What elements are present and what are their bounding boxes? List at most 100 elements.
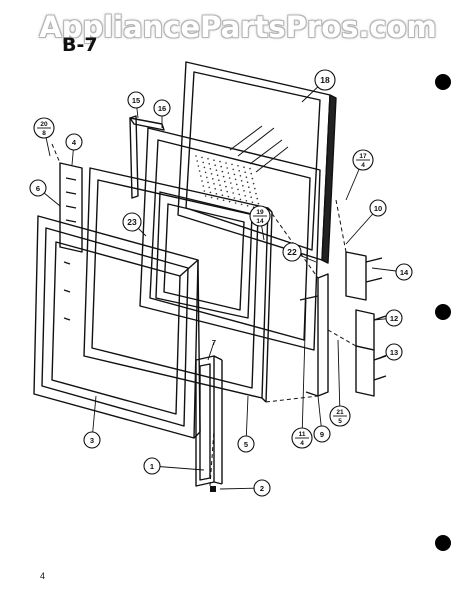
perforation-dot	[202, 161, 204, 164]
perforation-dot	[220, 165, 222, 168]
perforation-dot	[219, 184, 221, 186]
callout-text: 16	[158, 104, 166, 113]
perforated-window-frame	[139, 127, 321, 351]
section-label: B-7	[62, 34, 98, 56]
callout-15: 15	[127, 91, 145, 109]
perforation-dot	[254, 187, 256, 190]
callout-text: 18	[320, 75, 330, 85]
perforation-dot	[227, 172, 230, 174]
perforation-dot	[228, 177, 231, 179]
perforation-dot	[215, 169, 218, 171]
callout-text: 22	[287, 247, 297, 257]
perforation-dot	[248, 186, 250, 188]
perforation-dot	[249, 191, 251, 193]
watermark: AppliancePartsPros.com	[39, 10, 437, 44]
callout-12: 12	[385, 309, 403, 327]
leader-line	[337, 339, 341, 417]
callout-circle	[313, 425, 331, 443]
callout-14: 14	[395, 263, 413, 281]
perforation-dot	[213, 159, 215, 161]
callout-text: 7	[212, 338, 216, 347]
perforation-dot	[234, 202, 237, 204]
outer-glass-panel	[177, 61, 337, 264]
perforation-dot	[243, 166, 245, 168]
callout-5: 5	[237, 435, 255, 453]
callout-text: 23	[127, 217, 137, 227]
perforation-dot	[207, 181, 209, 184]
callout-circle	[143, 457, 161, 475]
perforation-dot	[242, 185, 244, 187]
perforation-dot	[195, 155, 197, 157]
callout-text: 15	[132, 96, 140, 105]
leader-line	[301, 299, 307, 439]
perforation-dot	[202, 185, 204, 187]
perforation-dot	[245, 200, 248, 202]
upper-hinge	[345, 251, 383, 301]
middle-hinge	[355, 309, 387, 351]
outer-door-panel	[33, 215, 201, 439]
perforation-dot	[215, 193, 218, 195]
perforation-dot	[249, 167, 251, 170]
callout-circle	[369, 199, 387, 217]
latch-bracket	[299, 273, 329, 397]
perforation-dot	[257, 202, 260, 205]
callout-text: 10	[374, 204, 382, 213]
perforation-dot	[255, 192, 257, 195]
perforation-dot	[201, 156, 203, 159]
perforation-dot	[234, 178, 237, 181]
perforation-dot	[231, 163, 233, 166]
callout-circle	[314, 69, 336, 91]
perforation-dot	[198, 170, 201, 172]
perforation-dot	[203, 190, 206, 192]
perforation-dot	[238, 170, 240, 172]
perforation-dot	[226, 167, 228, 169]
perforation-dot	[246, 205, 249, 207]
perforation-dot	[221, 170, 224, 173]
callout-circle	[282, 242, 302, 262]
trim-strip	[129, 115, 165, 199]
callout-circle	[83, 431, 101, 449]
perforation-dot	[250, 196, 252, 198]
callout-text: 6	[36, 184, 40, 193]
perforation-dot	[200, 175, 202, 177]
perforation-dot	[232, 192, 234, 194]
callout-3: 3	[83, 431, 101, 449]
perforation-dot	[225, 185, 227, 188]
callout-21-5: 215	[329, 405, 351, 427]
hinge-side-bracket	[59, 162, 83, 253]
callout-text: 1	[150, 462, 154, 471]
perforation-dot	[230, 182, 232, 184]
perforation-dot	[218, 179, 220, 181]
callout-text: 3	[90, 436, 94, 445]
perforation-dot	[239, 175, 242, 177]
callout-circle	[237, 435, 255, 453]
callout-text: 4	[300, 440, 304, 447]
perforation-dot	[236, 183, 238, 186]
perforation-dot	[227, 195, 230, 198]
perforation-dot	[243, 190, 245, 192]
leader-line	[207, 341, 215, 361]
callout-circle	[127, 91, 145, 109]
perforation-dot	[252, 182, 255, 185]
perforation-dot	[240, 180, 243, 182]
callout-circle	[29, 179, 47, 197]
callout-22: 22	[282, 242, 302, 262]
callout-text: 12	[390, 314, 398, 323]
perforation-dot	[212, 178, 214, 180]
perforation-dot	[221, 194, 224, 196]
callout-circle	[385, 309, 403, 327]
perforation-dot	[222, 175, 225, 178]
callout-4: 4	[65, 133, 83, 151]
callout-10: 10	[369, 199, 387, 217]
perforation-dot	[219, 160, 221, 163]
callout-text: 4	[361, 162, 365, 169]
perforation-dot	[204, 195, 207, 197]
callout-circle	[385, 343, 403, 361]
callout-text: 14	[256, 218, 264, 225]
perforation-dot	[244, 171, 246, 173]
perforation-dot	[209, 168, 212, 170]
perforation-dot	[256, 197, 259, 200]
main-door-frame	[83, 167, 273, 403]
leader-line	[151, 465, 205, 471]
